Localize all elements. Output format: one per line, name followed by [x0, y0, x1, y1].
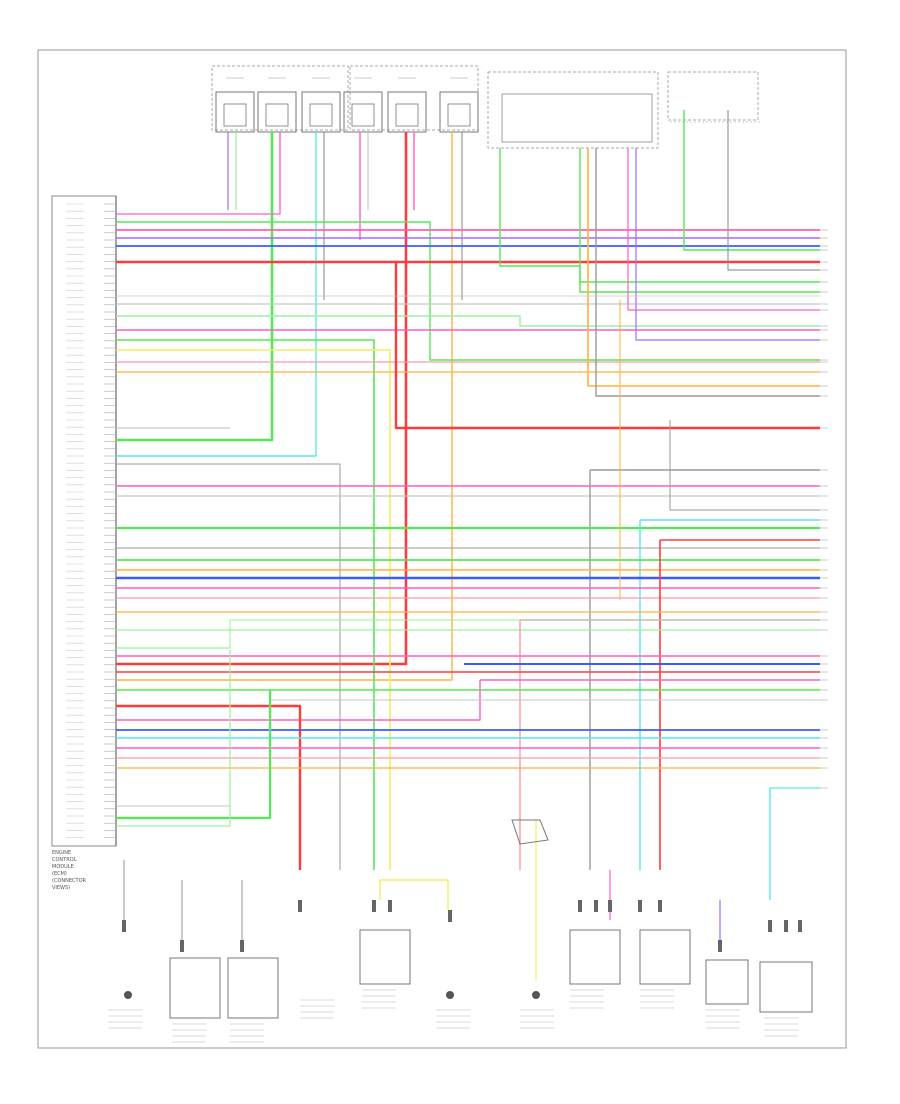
sensor-bottom-3	[639, 929, 691, 985]
connector-stub	[798, 920, 802, 932]
wire-h-222	[116, 221, 820, 361]
wire-h-310	[627, 148, 820, 311]
wire-h-386	[587, 148, 820, 387]
wire-h-720	[116, 680, 481, 721]
sensor-inner	[395, 103, 419, 127]
connector-stub	[180, 940, 184, 952]
svg-text:(ECM): (ECM)	[52, 871, 67, 877]
sensor-body	[215, 91, 255, 133]
sensor-inner	[223, 103, 247, 127]
connector-stub	[448, 910, 452, 922]
right-edge-terminals	[820, 229, 828, 789]
connector-stub	[784, 920, 788, 932]
wire-sensor5-red	[116, 132, 408, 666]
connector-stub	[578, 900, 582, 912]
wire-h-340	[116, 339, 375, 870]
connector-stub	[298, 900, 302, 912]
wire-h-350	[116, 349, 391, 870]
ecm-pin-ticks	[66, 203, 116, 838]
connector-stub	[388, 900, 392, 912]
relay-box	[667, 71, 759, 121]
svg-text:ENGINE: ENGINE	[52, 850, 71, 856]
svg-text:CONTROL: CONTROL	[52, 857, 77, 863]
wire-traces	[116, 110, 820, 980]
sensor-body	[439, 91, 479, 133]
sensor-group-2-box	[349, 65, 479, 131]
svg-text:MODULE: MODULE	[52, 864, 74, 870]
wire-h-340r	[635, 148, 820, 341]
sensor-blocks	[215, 77, 653, 143]
wire-h-316	[116, 315, 820, 327]
connector-stub	[658, 900, 662, 912]
wire-h-396	[595, 148, 820, 397]
connector-stub	[768, 920, 772, 932]
control-unit-box	[487, 71, 659, 149]
wire-h-648b	[229, 619, 820, 648]
wire-h-818	[116, 690, 272, 820]
sensor-bottom-5	[759, 961, 813, 1013]
connector-stub	[240, 940, 244, 952]
wire-h-214	[116, 210, 281, 215]
wire-h-270	[727, 110, 820, 271]
connector-stub	[638, 900, 642, 912]
connector-stub	[594, 900, 598, 912]
ecm-label: ENGINE CONTROL MODULE (ECM) (CONNECTOR V…	[52, 850, 86, 891]
ground-3	[532, 991, 540, 999]
sensor-body	[301, 91, 341, 133]
svg-text:VIEWS): VIEWS)	[52, 885, 70, 891]
wire-h-826	[116, 650, 231, 827]
connector-stub	[372, 900, 376, 912]
wire-h-292	[579, 148, 820, 293]
svg-text:(CONNECTOR: (CONNECTOR	[52, 878, 86, 884]
wire-sensor3-cyan	[116, 132, 317, 457]
knock-sensor-1	[169, 957, 221, 1019]
knock-sensor-2	[227, 957, 279, 1019]
sensor-bottom-4	[705, 959, 749, 1005]
wire-h-464	[116, 463, 341, 870]
wire-sensor6-orange	[116, 132, 453, 681]
sensor-inner	[265, 103, 289, 127]
connector-stub	[718, 940, 722, 952]
sensor-group-1-box	[211, 65, 349, 131]
sensor-inner	[351, 103, 375, 127]
control-unit-inner	[501, 93, 653, 143]
wire-h-428r	[394, 262, 820, 430]
connector-stub	[122, 920, 126, 932]
wire-h-706	[116, 704, 302, 870]
top-component-groups	[211, 65, 760, 149]
bottom-components	[108, 819, 813, 1043]
wire-h-510	[669, 420, 820, 511]
wire-h-250	[683, 110, 820, 251]
wire-loop-yellow	[379, 879, 449, 910]
ground-1	[124, 991, 132, 999]
sensor-body	[343, 91, 383, 133]
ground-2	[446, 991, 454, 999]
switch-symbol	[511, 819, 549, 845]
wire-sensor2-green	[116, 132, 274, 442]
sensor-bottom-2	[569, 929, 621, 985]
connector-stub	[608, 900, 612, 912]
sensor-bottom-1	[359, 929, 411, 985]
sensor-inner	[309, 103, 333, 127]
page-frame	[37, 49, 847, 1049]
sensor-body	[257, 91, 297, 133]
sensor-inner	[447, 103, 471, 127]
